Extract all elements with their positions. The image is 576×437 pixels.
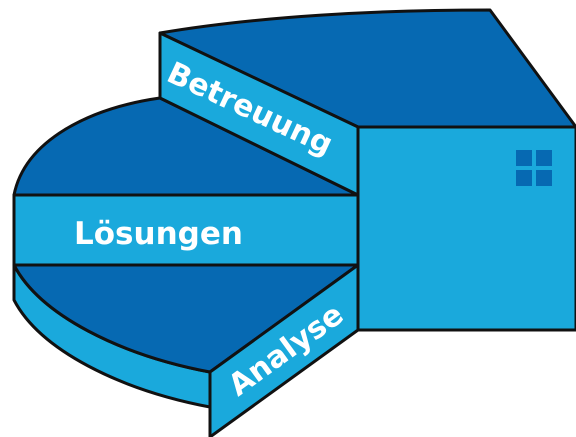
loesungen-top-face [12, 96, 360, 197]
analyse-front-face [208, 263, 360, 437]
house-roof-top-face [158, 8, 576, 129]
window-icon [516, 150, 552, 186]
loesungen-front-face [12, 193, 360, 267]
loesungen-label: Lösungen [74, 216, 243, 252]
betreuung-front-face [158, 31, 360, 197]
analyse-top-face [12, 263, 360, 374]
